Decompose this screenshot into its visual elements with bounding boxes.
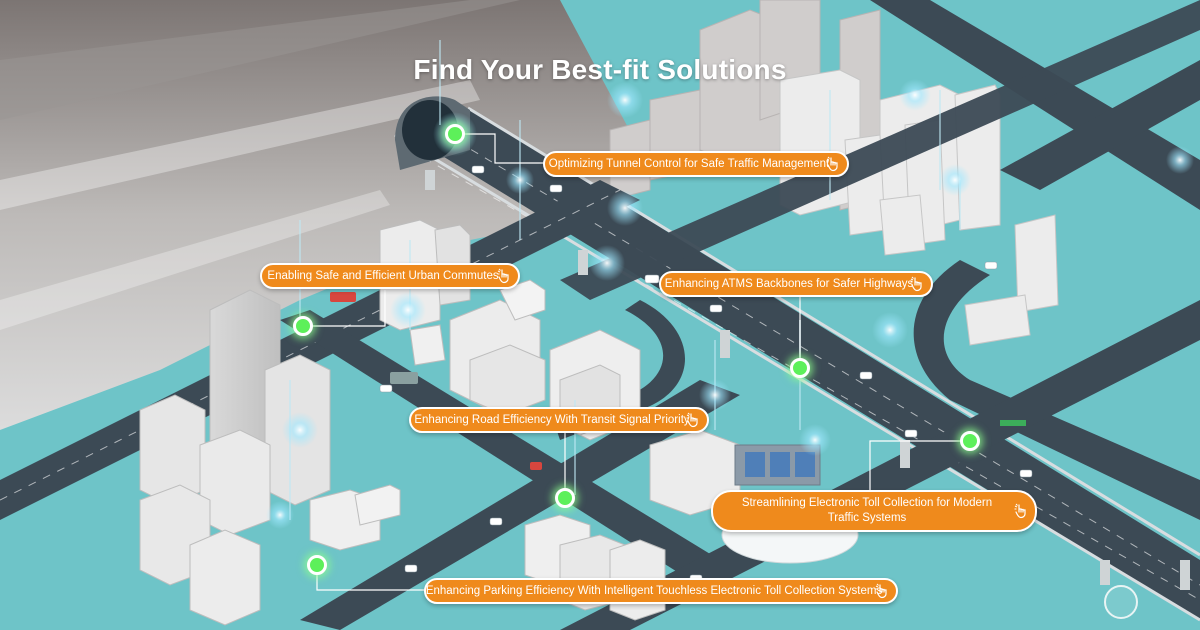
solution-label: Enhancing Parking Efficiency With Intell… bbox=[425, 584, 883, 597]
solution-button-urban[interactable]: Enabling Safe and Efficient Urban Commut… bbox=[260, 263, 520, 289]
solution-button-parking[interactable]: Enhancing Parking Efficiency With Intell… bbox=[424, 578, 898, 604]
solution-button-toll[interactable]: Streamlining Electronic Toll Collection … bbox=[711, 490, 1037, 532]
scroll-control-button[interactable] bbox=[1104, 585, 1138, 619]
solution-label: Enabling Safe and Efficient Urban Commut… bbox=[267, 269, 499, 282]
page-title: Find Your Best-fit Solutions bbox=[413, 54, 787, 85]
solution-label: Optimizing Tunnel Control for Safe Traff… bbox=[548, 157, 830, 170]
hotspot-tunnel[interactable] bbox=[445, 124, 465, 144]
hand-pointer-icon bbox=[497, 268, 509, 284]
hotspot-parking[interactable] bbox=[307, 555, 327, 575]
hotspot-transit[interactable] bbox=[555, 488, 575, 508]
solution-button-atms[interactable]: Enhancing ATMS Backbones for Safer Highw… bbox=[659, 271, 933, 297]
hotspot-urban[interactable] bbox=[293, 316, 313, 336]
hotspot-toll[interactable] bbox=[960, 431, 980, 451]
solution-label: Enhancing ATMS Backbones for Safer Highw… bbox=[664, 277, 914, 290]
hand-pointer-icon bbox=[826, 156, 838, 172]
solution-button-transit[interactable]: Enhancing Road Efficiency With Transit S… bbox=[409, 407, 709, 433]
hand-pointer-icon bbox=[686, 412, 698, 428]
hand-pointer-icon bbox=[875, 583, 887, 599]
hand-pointer-icon bbox=[1014, 503, 1026, 519]
hotspot-atms[interactable] bbox=[790, 358, 810, 378]
hand-pointer-icon bbox=[910, 276, 922, 292]
solution-label: Streamlining Electronic Toll Collection … bbox=[741, 497, 993, 524]
solution-label: Enhancing Road Efficiency With Transit S… bbox=[414, 413, 690, 426]
solution-button-tunnel[interactable]: Optimizing Tunnel Control for Safe Traff… bbox=[543, 151, 849, 177]
